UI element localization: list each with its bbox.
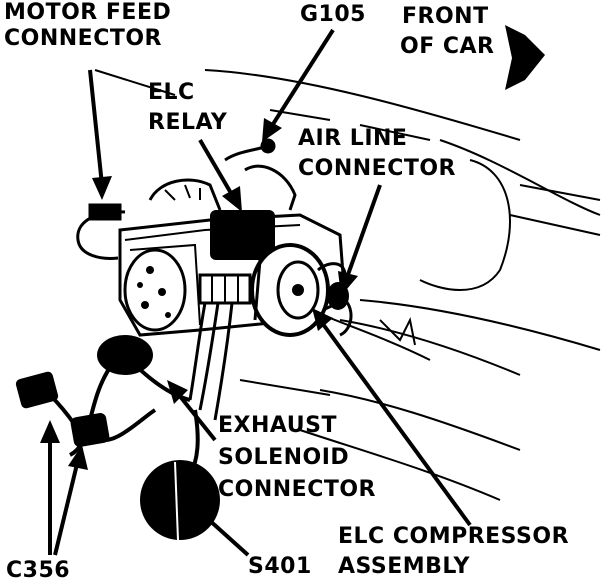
leader-arrows	[48, 28, 472, 557]
exhaust-solenoid-block	[188, 273, 252, 421]
elc-relay-label: ELC RELAY	[148, 80, 228, 135]
arrow-right-icon	[505, 25, 545, 90]
motor-feed-connector-label: MOTOR FEED CONNECTOR	[4, 0, 172, 51]
c356-harness	[15, 335, 191, 457]
s401-splice	[140, 409, 220, 541]
elc-compressor-assembly-label: ELC COMPRESSOR ASSEMBLY	[338, 524, 570, 579]
elc-relay-block	[210, 210, 275, 260]
compressor-motor	[250, 243, 330, 337]
front-of-car-label: FRONT OF CAR	[400, 4, 495, 59]
elc-relay-bracket	[244, 164, 297, 211]
arrowheads	[40, 118, 358, 522]
exhaust-solenoid-connector-label: EXHAUST SOLENOID CONNECTOR	[218, 413, 376, 502]
car-body-sketch	[94, 69, 601, 501]
g105-ground	[224, 138, 276, 162]
c356-label: C356	[6, 558, 71, 583]
motor-feed-wire	[76, 203, 126, 260]
g105-label: G105	[300, 2, 366, 27]
air-line-connector-label: AIR LINE CONNECTOR	[298, 126, 456, 181]
s401-label: S401	[248, 554, 312, 579]
